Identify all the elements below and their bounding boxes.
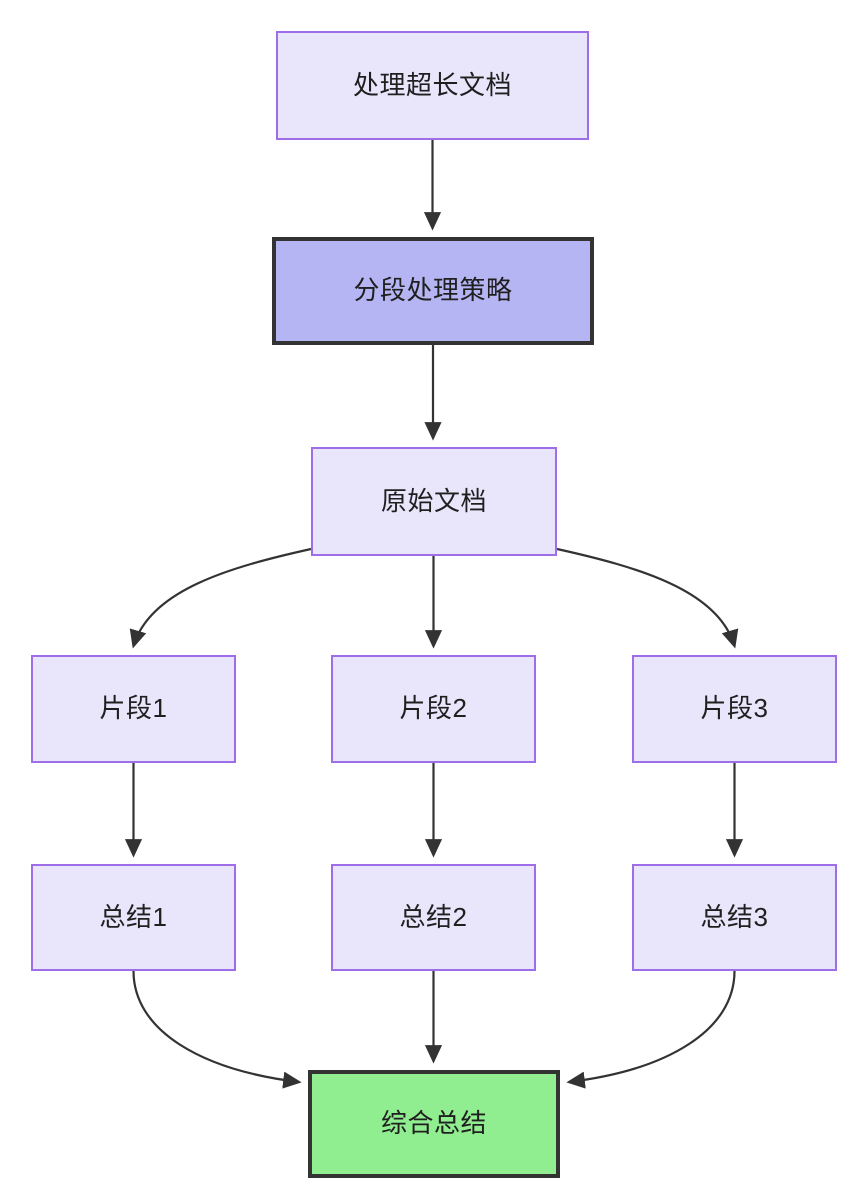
node-label-final-summary: 综合总结: [380, 1108, 487, 1139]
node-label-summary-1: 总结1: [99, 901, 168, 932]
node-label-summary-3: 总结3: [700, 901, 769, 932]
node-source-doc[interactable]: 原始文档: [311, 447, 557, 556]
node-chunk-3[interactable]: 片段3: [632, 655, 837, 763]
node-label-summary-2: 总结2: [399, 901, 468, 932]
edge-source_doc-chunk3: [556, 547, 739, 649]
node-label-doc-long: 处理超长文档: [352, 69, 512, 100]
node-summary-1[interactable]: 总结1: [31, 864, 236, 971]
node-chunk-1[interactable]: 片段1: [31, 655, 236, 763]
node-summary-2[interactable]: 总结2: [331, 864, 536, 971]
edge-summary3-final: [566, 970, 736, 1089]
node-summary-3[interactable]: 总结3: [632, 864, 837, 971]
node-chunk-2[interactable]: 片段2: [331, 655, 536, 763]
node-label-chunk-3: 片段3: [700, 693, 769, 724]
node-final-summary[interactable]: 综合总结: [308, 1070, 560, 1178]
node-label-source-doc: 原始文档: [380, 485, 487, 516]
node-doc-long[interactable]: 处理超长文档: [276, 31, 589, 140]
node-strategy[interactable]: 分段处理策略: [272, 237, 594, 345]
node-label-strategy: 分段处理策略: [353, 275, 513, 306]
node-label-chunk-1: 片段1: [99, 693, 168, 724]
node-label-chunk-2: 片段2: [399, 693, 468, 724]
edge-source_doc-chunk1: [129, 547, 312, 649]
edge-summary1-final: [132, 970, 302, 1089]
